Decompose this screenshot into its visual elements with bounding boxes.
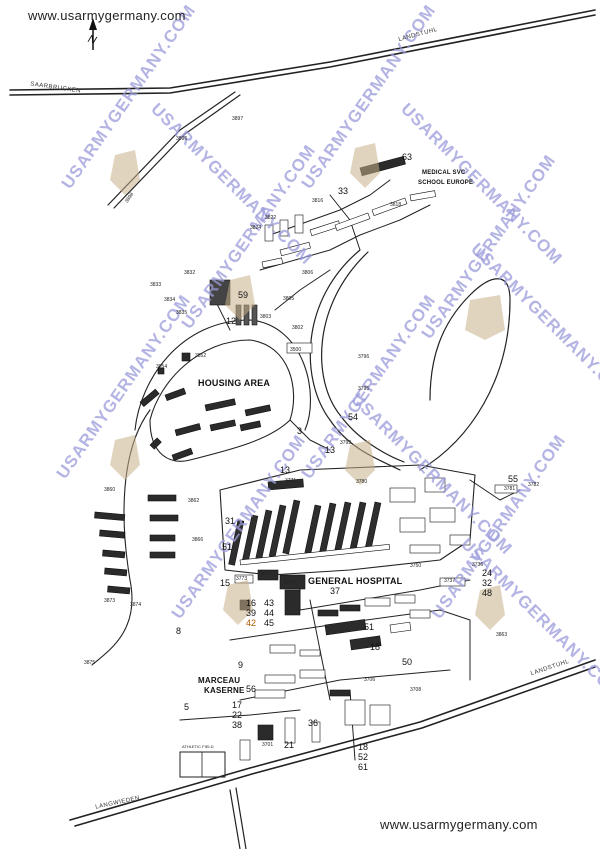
label-school-europe: SCHOOL EUROPE — [418, 180, 474, 186]
bldg-3500: 3500 — [290, 347, 302, 353]
marker-5: 5 — [184, 702, 190, 712]
road-landstuhl-top — [9, 9, 596, 91]
bldg-3793: 3793 — [340, 440, 352, 446]
label-marceau: MARCEAU — [198, 676, 241, 685]
marker-38: 38 — [232, 720, 243, 730]
marker-3: 3 — [297, 426, 303, 436]
marker-48: 48 — [482, 588, 493, 598]
footer-url: www.usarmygermany.com — [380, 817, 538, 832]
watermark-text: USARMYGERMANY.COM — [457, 534, 600, 703]
label-kaserne: KASERNE — [204, 686, 245, 695]
marker-51b: 51 — [364, 622, 375, 632]
bldg-3708: 3708 — [410, 687, 422, 693]
marker-33: 33 — [338, 186, 349, 196]
marker-42: 42 — [246, 618, 257, 628]
bldg-3832: 3832 — [184, 270, 196, 276]
bldg-3796: 3796 — [358, 354, 370, 360]
ring-road — [309, 249, 401, 471]
bldg-3897: 3897 — [232, 116, 244, 122]
bldg-3896: 3896 — [176, 136, 188, 142]
marker-24: 24 — [482, 568, 493, 578]
watermark-shield-icon — [110, 143, 505, 630]
marker-52: 52 — [358, 752, 369, 762]
bldg-3771: 3771 — [285, 478, 297, 484]
marker-43: 43 — [264, 598, 275, 608]
bldg-3863: 3863 — [496, 632, 508, 638]
bldg-3773: 3773 — [236, 576, 248, 582]
bldg-3737: 3737 — [444, 578, 456, 584]
marker-9: 9 — [238, 660, 244, 670]
road-south-highway — [69, 659, 596, 821]
bldg-3852: 3852 — [195, 353, 207, 359]
bldg-3806: 3806 — [302, 270, 314, 276]
bldg-3802: 3802 — [292, 325, 304, 331]
east-loop — [419, 278, 511, 471]
label-housing-area: HOUSING AREA — [198, 378, 271, 388]
marker-54: 54 — [348, 412, 359, 422]
bldg-3873: 3873 — [104, 598, 116, 604]
bldg-3805: 3805 — [283, 296, 295, 302]
marker-22: 22 — [232, 710, 243, 720]
bldg-3795: 3795 — [358, 386, 370, 392]
bldg-3822: 3822 — [265, 215, 277, 221]
marker-45: 45 — [264, 618, 275, 628]
label-athletic-field: ATHLETIC FIELD — [182, 744, 214, 749]
north-arrow-icon — [89, 18, 97, 50]
marker-44: 44 — [264, 608, 275, 618]
bldg-3706: 3706 — [364, 677, 376, 683]
marker-13b: 13 — [280, 465, 291, 475]
marker-17: 17 — [232, 700, 243, 710]
label-general-hospital: GENERAL HOSPITAL — [308, 576, 403, 586]
marker-50: 50 — [402, 657, 413, 667]
marker-39: 39 — [246, 608, 257, 618]
marker-36: 36 — [308, 718, 319, 728]
bldg-3835: 3835 — [176, 310, 188, 316]
marker-55: 55 — [508, 474, 519, 484]
marker-59: 59 — [238, 290, 249, 300]
bldg-3854: 3854 — [156, 364, 168, 370]
bldg-3833: 3833 — [150, 282, 162, 288]
bldg-3816: 3816 — [312, 198, 324, 204]
header-url: www.usarmygermany.com — [28, 8, 186, 23]
marker-56: 56 — [246, 684, 257, 694]
bldg-3701: 3701 — [262, 742, 274, 748]
bldg-3874: 3874 — [130, 602, 142, 608]
bldg-3834: 3834 — [164, 297, 176, 303]
marker-31: 31 — [225, 516, 236, 526]
bldg-3862: 3862 — [188, 498, 200, 504]
marker-18a: 18 — [370, 642, 381, 652]
marker-37: 37 — [330, 586, 341, 596]
label-medical-svc: MEDICAL SVC — [422, 170, 466, 176]
bldg-3866: 3866 — [192, 537, 204, 543]
marker-21: 21 — [284, 740, 295, 750]
marker-63: 63 — [402, 152, 413, 162]
bldg-3818: 3818 — [390, 202, 402, 208]
marker-18: 18 — [358, 742, 369, 752]
bldg-3781: 3781 — [504, 486, 516, 492]
marker-32: 32 — [482, 578, 493, 588]
housing-loop — [149, 339, 295, 462]
marker-8: 8 — [176, 626, 182, 636]
lower-road — [229, 609, 471, 681]
bldg-3736: 3736 — [472, 562, 484, 568]
bldg-3774: 3774 — [261, 571, 273, 577]
bldg-3750: 3750 — [410, 563, 422, 569]
bldg-3803: 3803 — [260, 314, 272, 320]
marker-51a: 51 — [222, 542, 233, 552]
marker-15: 15 — [220, 578, 231, 588]
bldg-3875: 3875 — [84, 660, 96, 666]
bldg-3782: 3782 — [528, 482, 540, 488]
bldg-3824: 3824 — [250, 225, 262, 231]
bldg-3772: 3772 — [284, 580, 296, 586]
marker-12: 12 — [226, 316, 237, 326]
bldg-3780: 3780 — [356, 479, 368, 485]
bldg-3860: 3860 — [104, 487, 116, 493]
marker-16: 16 — [246, 598, 257, 608]
road-south-exit — [229, 789, 241, 849]
marker-13a: 13 — [325, 445, 336, 455]
marker-61: 61 — [358, 762, 369, 772]
